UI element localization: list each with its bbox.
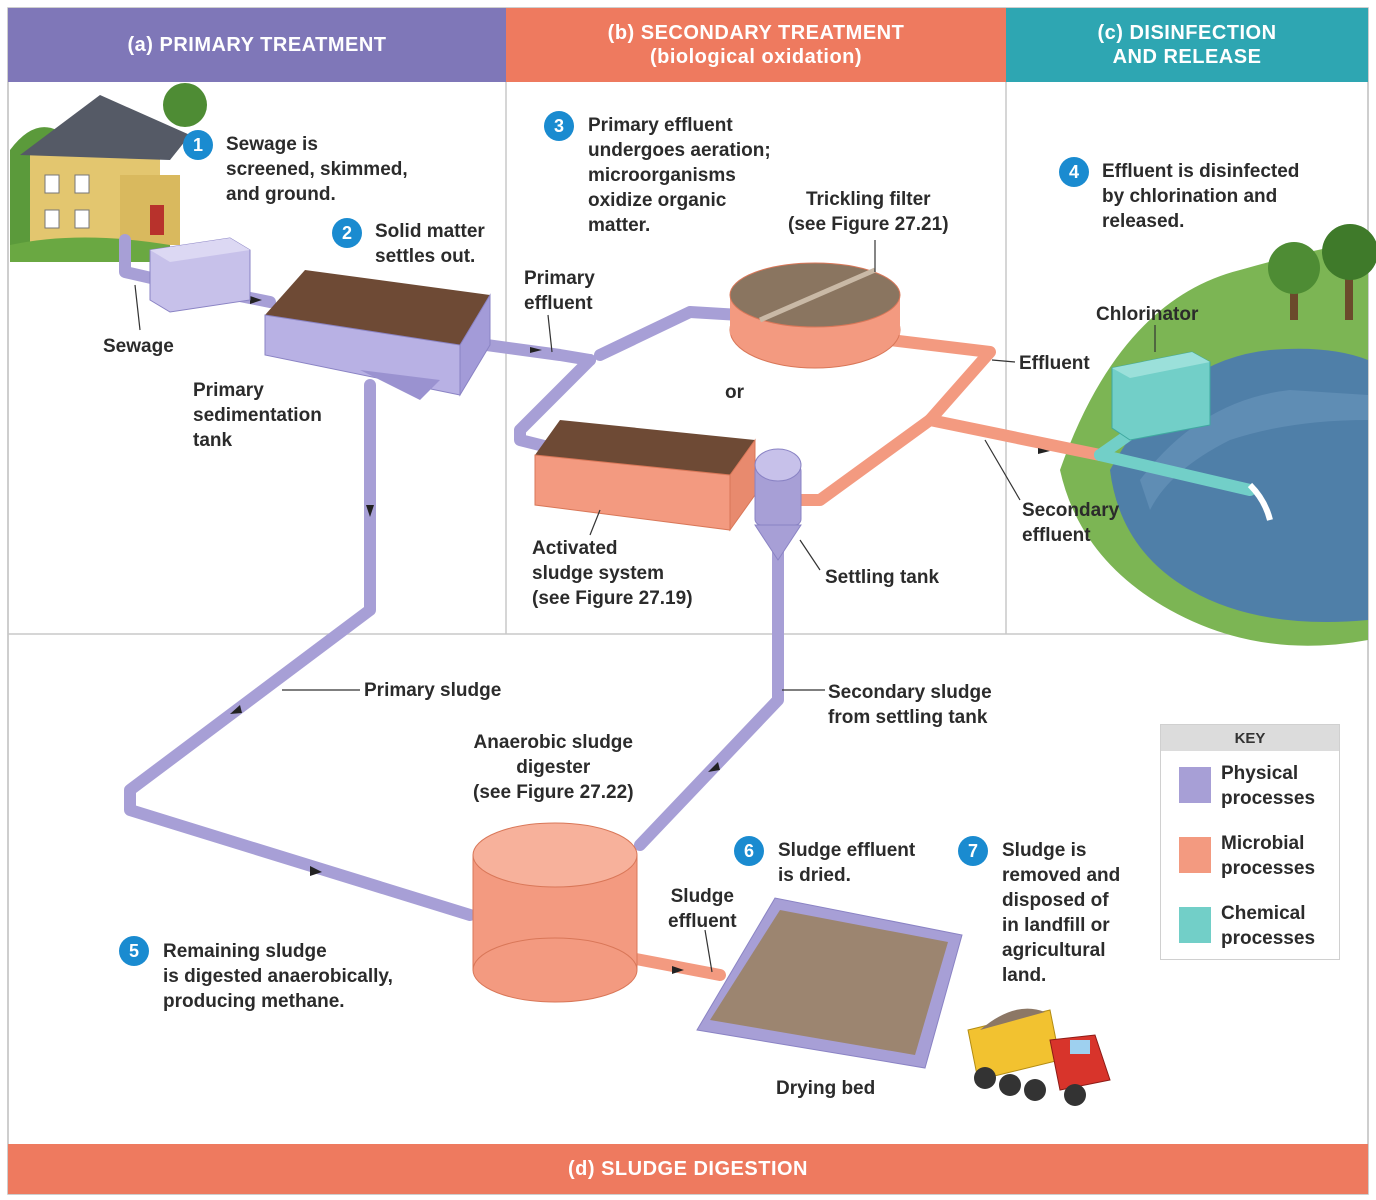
legend: KEY Physical processes Microbial process… — [1160, 724, 1340, 960]
header-secondary-line2: (biological oxidation) — [649, 46, 863, 68]
step-text-2: Solid matter settles out. — [375, 221, 485, 267]
settling-tank — [754, 448, 802, 561]
chlorinator — [1111, 351, 1273, 521]
flow-arrows — [230, 296, 1050, 974]
label-drying-bed: Drying bed — [776, 1078, 876, 1099]
step-badge-5: 5 — [119, 936, 149, 966]
anaerobic-digester — [472, 822, 638, 1003]
step-text-4: Effluent is disinfected by chlorination … — [1102, 161, 1300, 232]
step-badge-6: 6 — [734, 836, 764, 866]
pond-landscape — [1060, 224, 1376, 646]
header-primary-text: (a) PRIMARY TREATMENT — [127, 34, 387, 56]
label-secondary-effluent: Secondary effluent — [1022, 500, 1120, 546]
house-illustration — [10, 83, 207, 262]
legend-label-chemical: Chemical processes — [1221, 903, 1316, 949]
legend-label-physical: Physical processes — [1221, 763, 1316, 809]
label-chlorinator: Chlorinator — [1096, 304, 1199, 325]
label-settling-tank: Settling tank — [825, 567, 940, 588]
label-effluent: Effluent — [1019, 353, 1090, 374]
screening-box — [149, 237, 251, 313]
label-or: or — [725, 382, 744, 403]
legend-title: KEY — [1161, 725, 1339, 751]
label-trickling-filter: Trickling filter (see Figure 27.21) — [788, 189, 949, 235]
step-badge-3: 3 — [544, 111, 574, 141]
header-primary-treatment: (a) PRIMARY TREATMENT — [8, 8, 506, 82]
dump-truck — [967, 1008, 1111, 1106]
step-badge-4: 4 — [1059, 157, 1089, 187]
label-primary-sludge: Primary sludge — [364, 680, 502, 701]
legend-swatch-microbial — [1179, 837, 1211, 873]
legend-label-microbial: Microbial processes — [1221, 833, 1316, 879]
label-primary-sedimentation-tank: Primary sedimentation tank — [193, 380, 322, 451]
label-activated-sludge-system: Activated sludge system (see Figure 27.1… — [532, 538, 693, 609]
step-badge-7: 7 — [958, 836, 988, 866]
drying-bed — [696, 897, 963, 1069]
header-sludge-digestion: (d) SLUDGE DIGESTION — [8, 1144, 1368, 1194]
legend-swatch-chemical — [1179, 907, 1211, 943]
leader-lines — [134, 240, 1156, 973]
label-primary-effluent: Primary effluent — [524, 268, 595, 314]
step-text-3: Primary effluent undergoes aeration; mic… — [588, 115, 771, 236]
header-secondary-treatment: (b) SECONDARY TREATMENT (biological oxid… — [506, 8, 1006, 82]
primary-sedimentation-tank — [264, 270, 491, 400]
header-sludge-text: (d) SLUDGE DIGESTION — [568, 1158, 808, 1180]
legend-swatch-physical — [1179, 767, 1211, 803]
label-anaerobic-digester: Anaerobic sludge digester (see Figure 27… — [473, 732, 634, 803]
step-text-6: Sludge effluent is dried. — [778, 840, 916, 886]
step-badge-2: 2 — [332, 218, 362, 248]
header-disinfection: (c) DISINFECTION AND RELEASE — [1006, 8, 1368, 82]
header-disinfection-line1: (c) DISINFECTION — [1097, 22, 1277, 44]
label-secondary-sludge: Secondary sludge from settling tank — [828, 682, 992, 728]
activated-sludge-tank — [534, 420, 756, 532]
label-sewage: Sewage — [103, 336, 174, 357]
step-text-7: Sludge is removed and disposed of in lan… — [1002, 840, 1121, 986]
step-text-1: Sewage is screened, skimmed, and ground. — [226, 134, 408, 205]
step-badge-1: 1 — [183, 130, 213, 160]
step-text-5: Remaining sludge is digested anaerobical… — [163, 941, 393, 1012]
label-sludge-effluent: Sludge effluent — [668, 886, 737, 932]
header-disinfection-line2: AND RELEASE — [1112, 46, 1262, 68]
trickling-filter — [729, 262, 901, 369]
header-secondary-line1: (b) SECONDARY TREATMENT — [607, 22, 905, 44]
